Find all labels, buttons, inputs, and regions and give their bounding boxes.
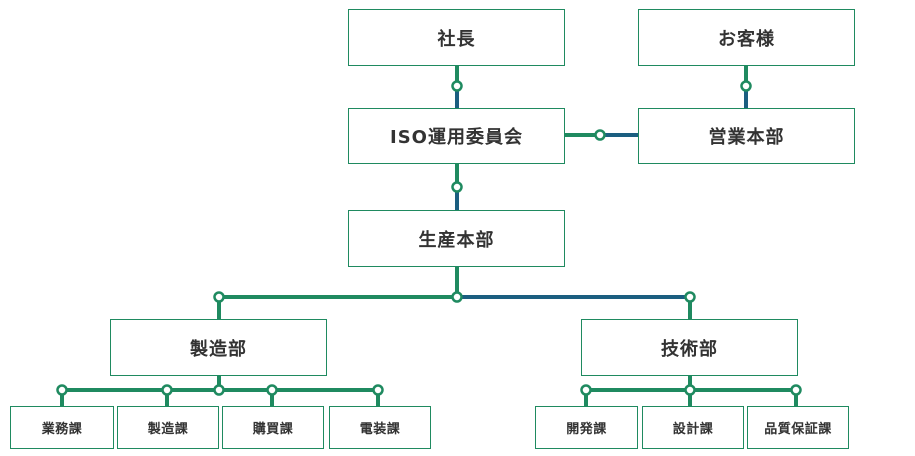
node-customer-label: お客様 <box>718 28 775 50</box>
node-iso-committee-label: ISO運用委員会 <box>390 127 523 148</box>
node-iso-committee: ISO運用委員会 <box>348 108 565 164</box>
node-president: 社長 <box>348 9 565 66</box>
node-business-section-label: 業務課 <box>41 422 83 437</box>
node-engineering-dept-label: 技術部 <box>661 338 718 360</box>
node-manufacturing-section-label: 製造課 <box>147 422 189 437</box>
node-production-hq: 生産本部 <box>348 210 565 267</box>
node-sales-hq-label: 営業本部 <box>708 127 785 148</box>
node-electrical-section: 電装課 <box>329 406 431 449</box>
node-manufacturing-section: 製造課 <box>117 406 219 449</box>
node-design-section-label: 設計課 <box>672 422 714 437</box>
node-development-section-label: 開発課 <box>566 422 607 437</box>
node-purchasing-section-label: 購買課 <box>252 422 294 437</box>
node-customer: お客様 <box>638 9 855 66</box>
node-sales-hq: 営業本部 <box>638 108 855 164</box>
node-qa-section: 品質保証課 <box>747 406 849 449</box>
node-production-hq-label: 生産本部 <box>418 229 495 251</box>
node-manufacturing-dept: 製造部 <box>110 319 327 376</box>
node-business-section: 業務課 <box>10 406 114 449</box>
node-purchasing-section: 購買課 <box>222 406 324 449</box>
node-president-label: 社長 <box>437 28 476 50</box>
node-manufacturing-dept-label: 製造部 <box>190 338 247 360</box>
node-qa-section-label: 品質保証課 <box>764 422 832 437</box>
node-design-section: 設計課 <box>642 406 744 449</box>
node-development-section: 開発課 <box>535 406 638 449</box>
node-engineering-dept: 技術部 <box>581 319 798 376</box>
node-electrical-section-label: 電装課 <box>359 422 401 437</box>
